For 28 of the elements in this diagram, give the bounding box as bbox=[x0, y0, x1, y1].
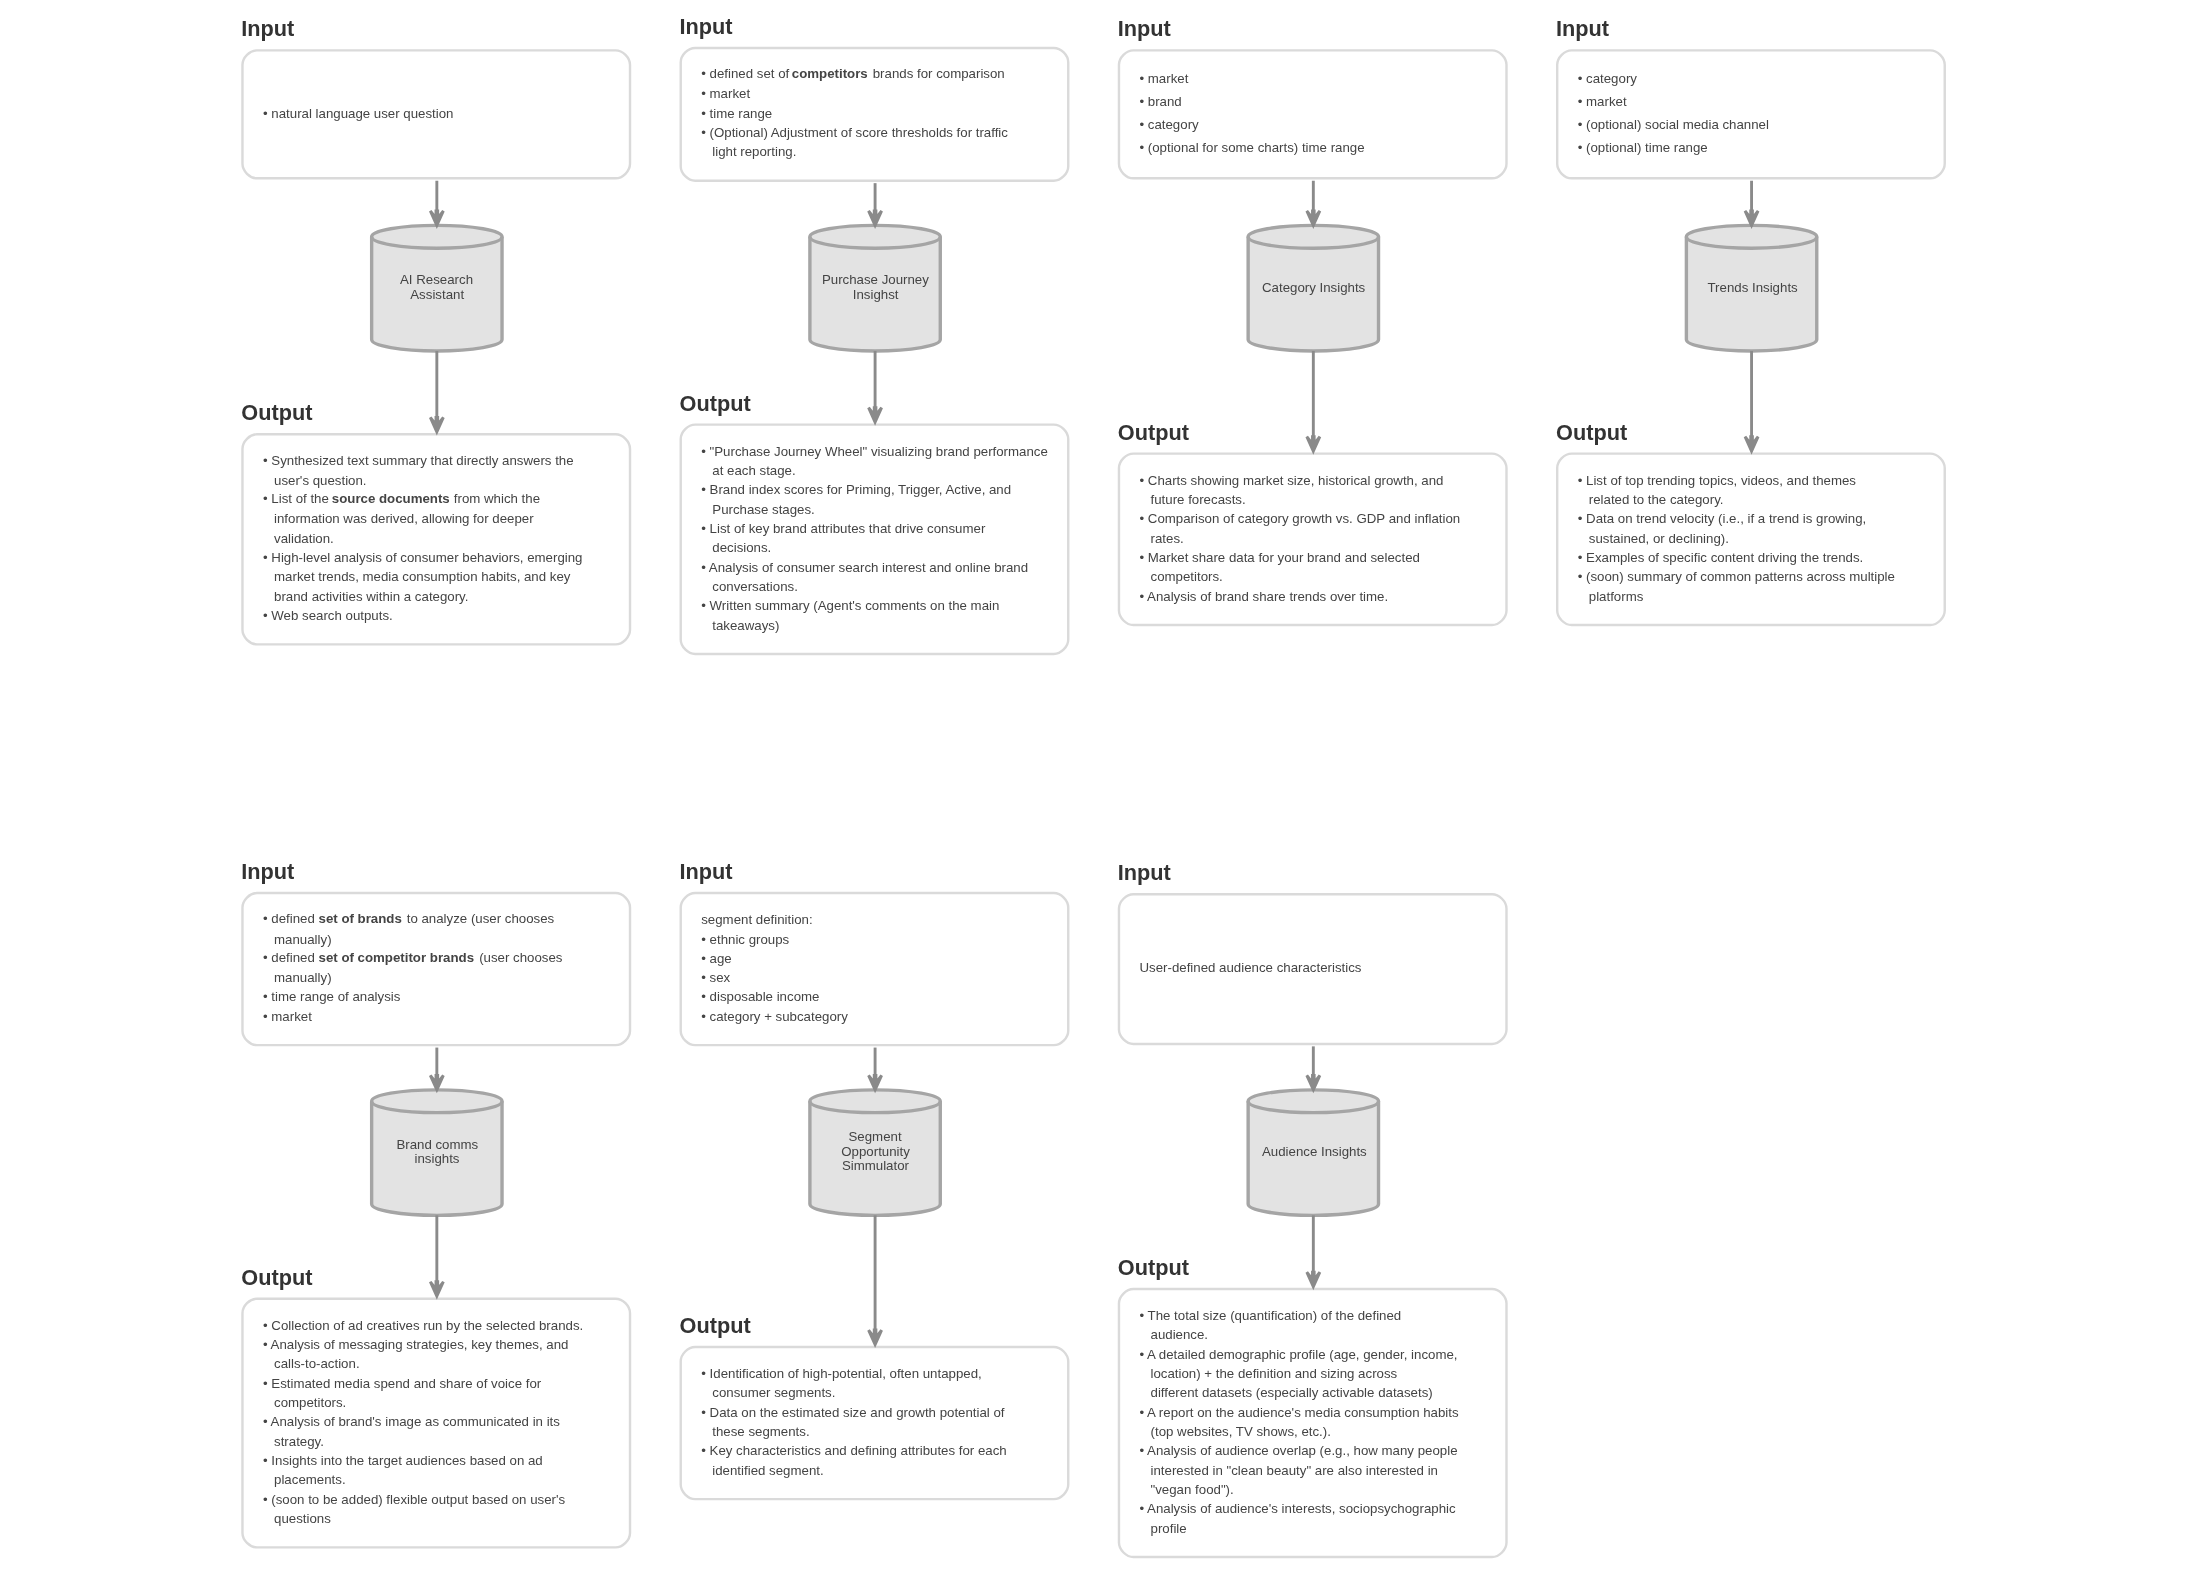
arrow bbox=[1743, 350, 1760, 453]
node-label: Output bbox=[241, 400, 313, 426]
arrow bbox=[1743, 180, 1760, 227]
node-label: Output bbox=[679, 1312, 751, 1338]
node-label: Input bbox=[1117, 860, 1171, 886]
arrow bbox=[428, 1047, 445, 1092]
arrow bbox=[1305, 180, 1322, 227]
arrow bbox=[428, 1215, 445, 1298]
node-label: Input bbox=[241, 859, 295, 885]
arrow bbox=[867, 350, 884, 424]
arrow bbox=[428, 350, 445, 434]
arrow bbox=[1305, 350, 1322, 453]
node-label: Output bbox=[1117, 1255, 1189, 1281]
node-label: Input bbox=[241, 16, 295, 42]
node-label: Output bbox=[1117, 419, 1189, 445]
node-label: Input bbox=[1117, 16, 1171, 42]
arrow bbox=[1305, 1046, 1322, 1092]
node-label: Output bbox=[679, 390, 751, 416]
node-label: Input bbox=[679, 859, 733, 885]
node-label: Input bbox=[1555, 16, 1610, 42]
node-label: Output bbox=[1555, 419, 1628, 445]
node-label: Output bbox=[241, 1264, 313, 1290]
arrow bbox=[428, 180, 445, 227]
arrow bbox=[867, 1215, 884, 1346]
node-label: Input bbox=[679, 13, 733, 39]
arrow bbox=[867, 1047, 884, 1092]
arrow bbox=[867, 183, 884, 227]
arrow bbox=[1305, 1215, 1322, 1289]
